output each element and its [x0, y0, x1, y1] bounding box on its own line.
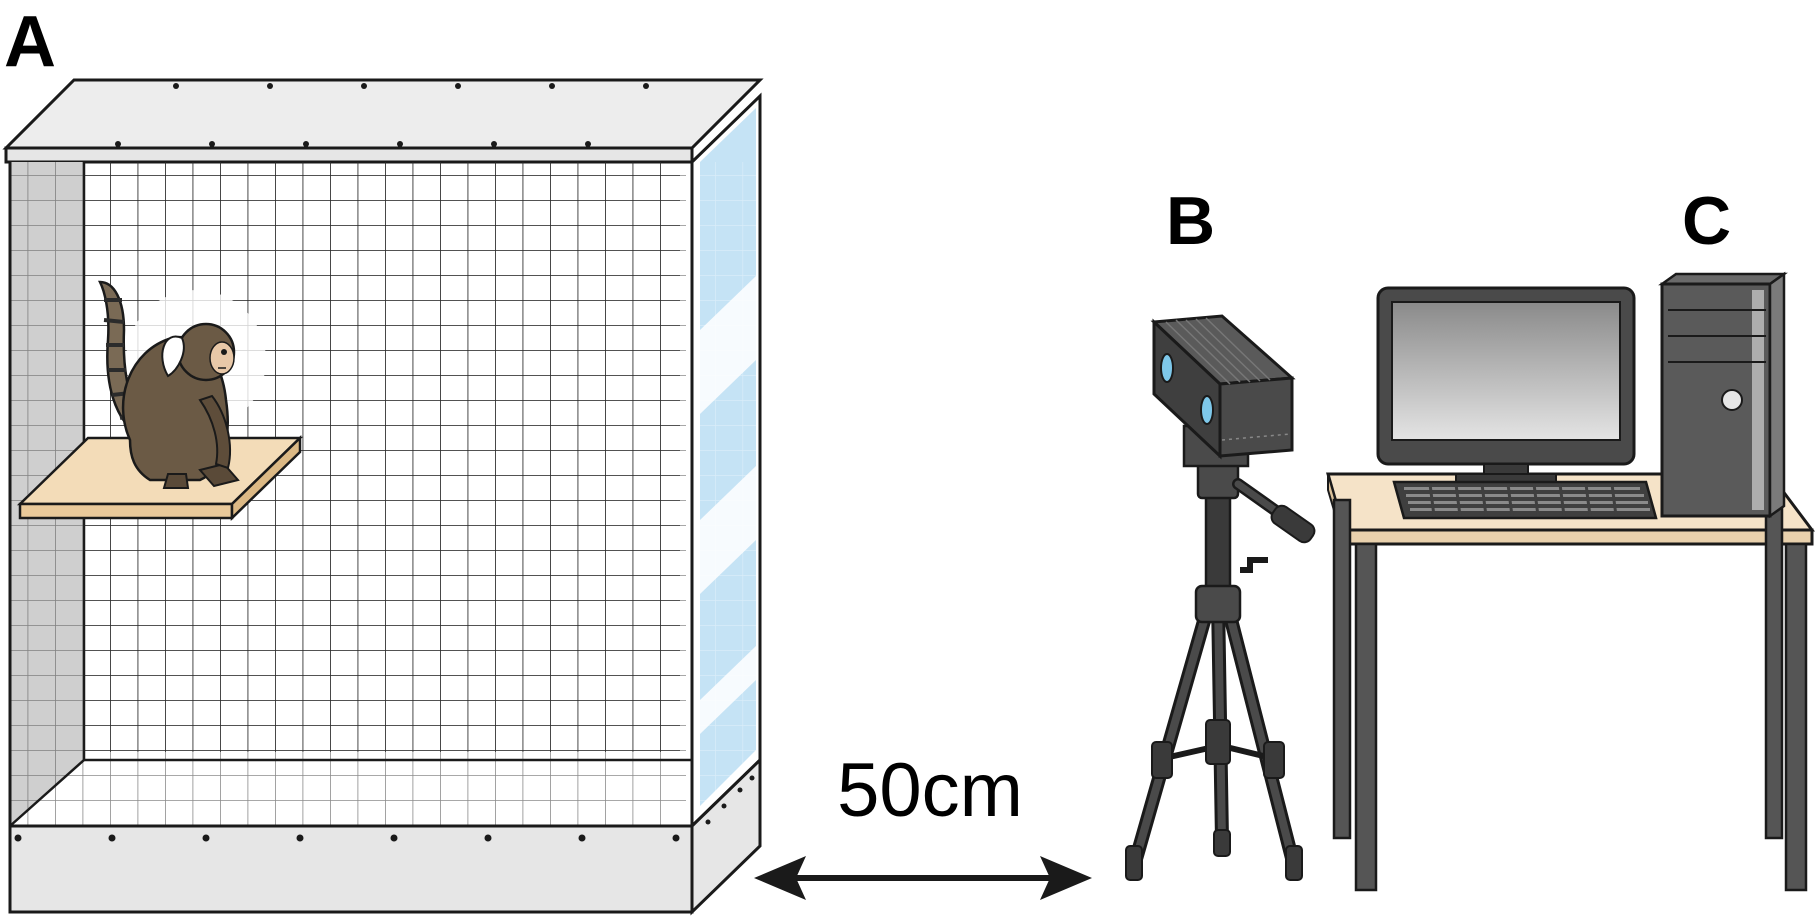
pc-power-button — [1721, 389, 1743, 411]
eye-tracker-camera — [1150, 314, 1296, 460]
keyboard — [1392, 480, 1658, 520]
cage-top-rivets — [115, 83, 649, 147]
cage-base-front — [8, 824, 694, 914]
cage-top-lid — [2, 78, 764, 150]
cage-glass-panel — [690, 92, 762, 830]
distance-label: 50cm — [837, 748, 1023, 833]
eye-tracker — [1125, 314, 1316, 881]
distance-arrowhead-right — [1040, 856, 1092, 900]
panel-label-c: C — [1682, 183, 1731, 259]
desk — [1326, 472, 1815, 892]
panel-label-b: B — [1166, 183, 1215, 259]
cage — [2, 78, 764, 916]
distance-indicator: 50cm — [754, 748, 1092, 900]
distance-arrowhead-left — [754, 856, 806, 900]
monitor — [1376, 286, 1636, 483]
cage-top-front — [4, 146, 694, 164]
monitor-screen — [1391, 301, 1621, 441]
cage-base-side — [690, 756, 762, 916]
eye-tracker-lens-1 — [1160, 353, 1174, 383]
cage-base-rivets — [14, 775, 755, 842]
computer-station — [1326, 271, 1815, 892]
pc-tower — [1658, 271, 1788, 519]
marmoset — [97, 280, 266, 489]
eye-tracker-lens-2 — [1200, 395, 1214, 425]
panel-label-a: A — [4, 2, 56, 82]
